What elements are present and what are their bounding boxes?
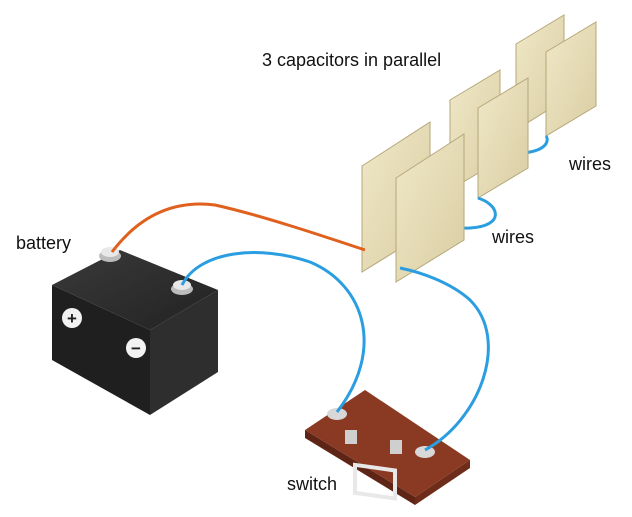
battery-negative-symbol: − [126,338,146,358]
battery: + − [52,247,218,415]
switch-base-side-right [415,460,470,505]
capacitor-2 [431,69,529,230]
capacitor-1-front-plate [395,133,465,283]
battery-label: battery [16,233,72,253]
switch-label: switch [287,474,338,494]
negative-wire-to-switch [180,251,366,413]
positive-sign: + [67,309,77,328]
capacitor-3-front-plate [545,21,597,137]
battery-positive-terminal [99,247,121,262]
switch [305,390,470,505]
battery-right-face [150,290,218,415]
switch-terminal-right [415,446,435,458]
positive-wire [110,202,366,253]
switch-terminal-left [327,408,347,420]
capacitor-2-front-plate [477,77,529,199]
capacitor-1 [361,121,465,283]
diagram-title: 3 capacitors in parallel [262,50,442,70]
switch-lever [345,430,402,501]
switch-base-top [305,390,470,497]
wires-label-top: wires [569,154,612,174]
wire-switch-to-capacitor [399,266,490,452]
negative-sign: − [131,339,141,358]
wires-label-bottom: wires [492,227,535,247]
battery-top-face [52,250,218,330]
battery-positive-symbol: + [62,308,82,328]
